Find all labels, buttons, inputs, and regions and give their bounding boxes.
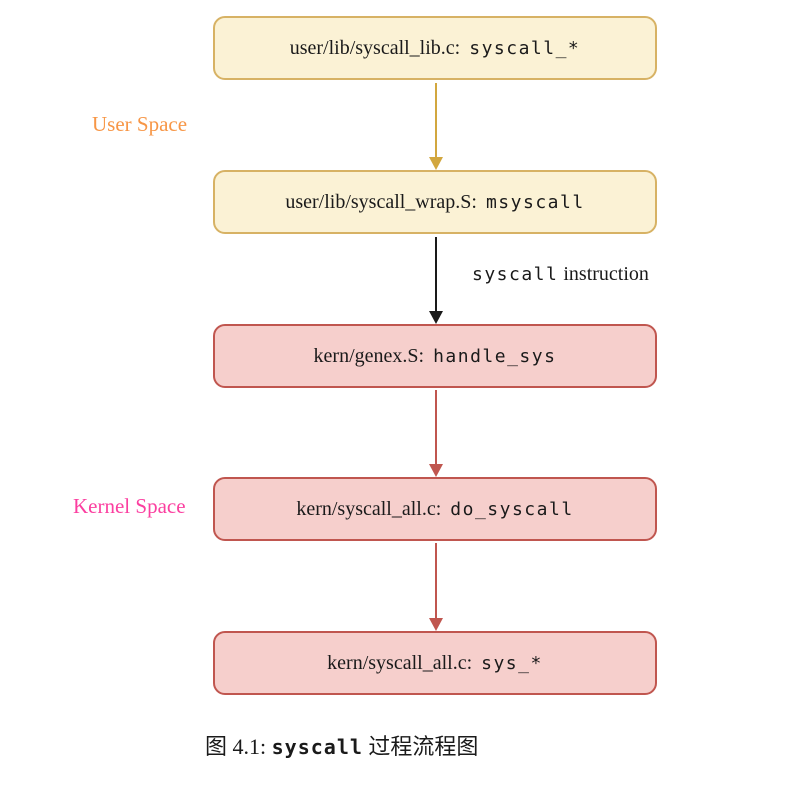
figure-caption: 图 4.1: syscall 过程流程图 — [205, 729, 478, 761]
node-func-label: msyscall — [485, 191, 585, 213]
arrow-do-syscall-to-sys-star — [429, 543, 443, 631]
arrow-line — [435, 83, 437, 157]
node-syscall-lib: user/lib/syscall_lib.c: syscall_* — [213, 16, 657, 80]
node-func-label: syscall_* — [469, 37, 581, 59]
arrow-line — [435, 543, 437, 618]
arrow-down-icon — [429, 464, 443, 477]
arrow-line — [435, 237, 437, 311]
node-handle-sys: kern/genex.S: handle_sys — [213, 324, 657, 388]
node-sys-star: kern/syscall_all.c: sys_* — [213, 631, 657, 695]
node-file-label: kern/genex.S: — [313, 344, 425, 367]
node-func-label: sys_* — [481, 652, 543, 674]
arrow-down-icon — [429, 311, 443, 324]
syscall-code-text: syscall — [472, 264, 559, 285]
kernel-space-label: Kernel Space — [73, 494, 186, 518]
arrow-syscall-lib-to-msyscall — [429, 83, 443, 170]
caption-suffix: 过程流程图 — [362, 734, 479, 759]
node-func-label: do_syscall — [450, 498, 574, 520]
arrow-msyscall-to-handle-sys — [429, 237, 443, 324]
node-file-label: user/lib/syscall_wrap.S: — [285, 190, 477, 213]
syscall-instruction-label: syscall instruction — [472, 263, 649, 286]
node-file-label: user/lib/syscall_lib.c: — [289, 36, 461, 59]
arrow-handle-sys-to-do-syscall — [429, 390, 443, 477]
node-msyscall: user/lib/syscall_wrap.S: msyscall — [213, 170, 657, 234]
user-space-label: User Space — [92, 112, 188, 136]
caption-prefix: 图 4.1: — [205, 734, 272, 759]
instruction-text: instruction — [558, 263, 649, 285]
caption-code: syscall — [271, 735, 363, 759]
node-do-syscall: kern/syscall_all.c: do_syscall — [213, 477, 657, 541]
arrow-down-icon — [429, 157, 443, 170]
arrow-line — [435, 390, 437, 464]
node-file-label: kern/syscall_all.c: — [296, 497, 442, 520]
node-file-label: kern/syscall_all.c: — [327, 651, 473, 674]
node-func-label: handle_sys — [433, 345, 557, 367]
arrow-down-icon — [429, 618, 443, 631]
